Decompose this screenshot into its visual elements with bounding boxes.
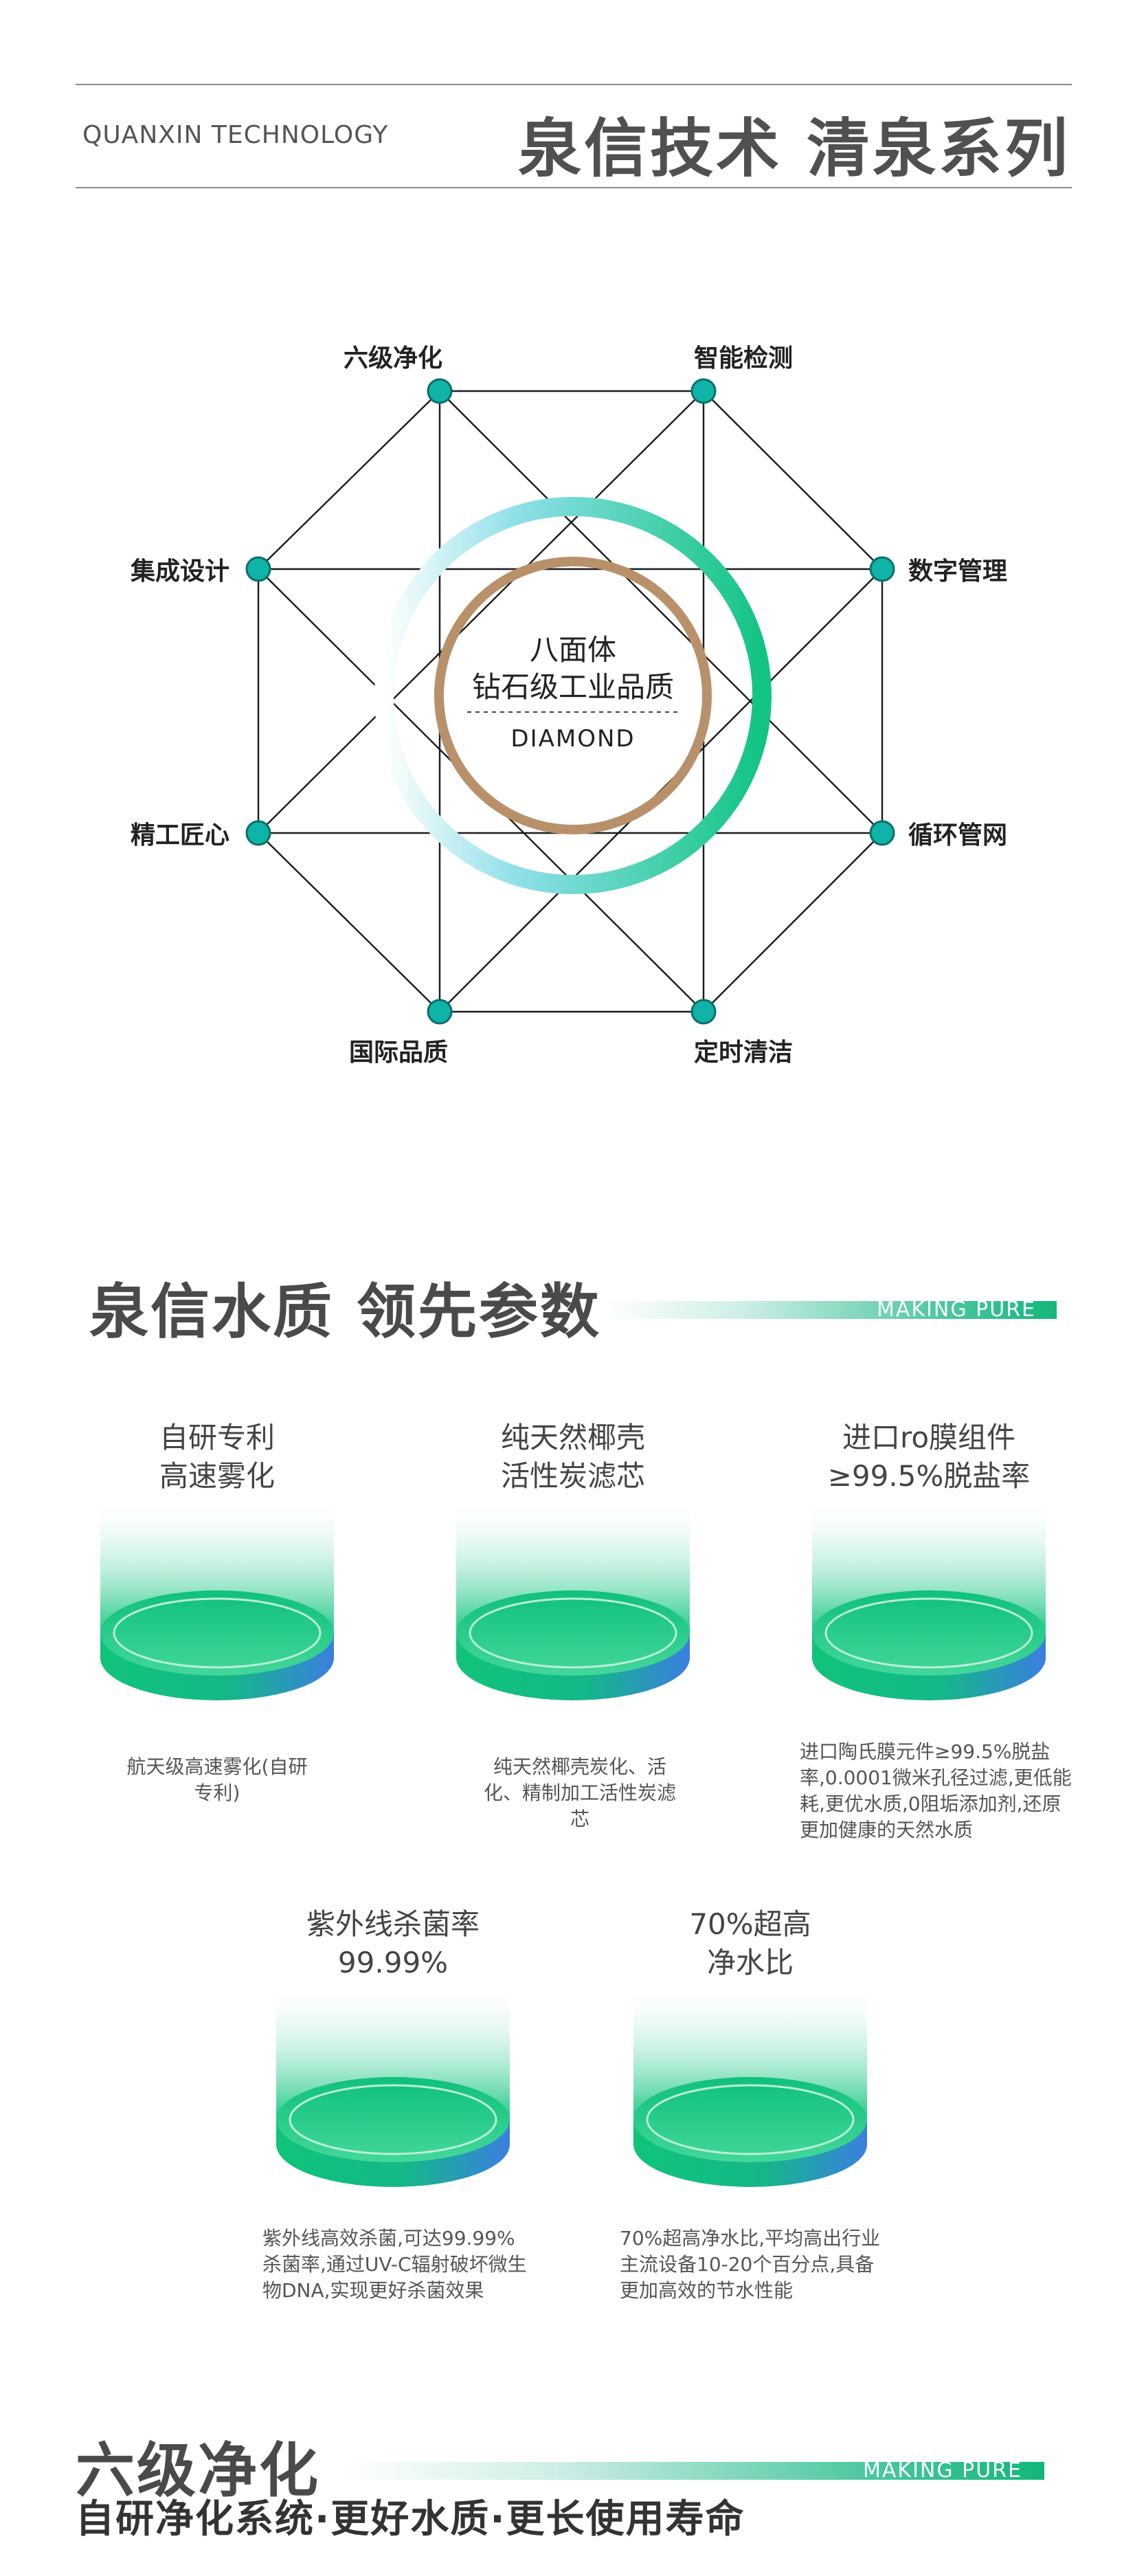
diagram-edge bbox=[703, 390, 883, 570]
node-label-craftsmanship: 精工匠心 bbox=[131, 821, 230, 850]
section-tag: MAKING PURE bbox=[877, 1298, 1036, 1322]
feature-uv: 紫外线杀菌率 99.99% bbox=[242, 1905, 544, 2188]
feature-title: 99.99% bbox=[337, 1946, 449, 1979]
diagram-edge bbox=[703, 832, 883, 1012]
section-title-six-stage: 六级净化 bbox=[76, 2436, 320, 2505]
disc-top bbox=[276, 2077, 510, 2162]
feature-title: 自研专利 bbox=[159, 1421, 275, 1454]
diagram-node-dot bbox=[245, 556, 271, 582]
node-label-six-stage: 六级净化 bbox=[344, 344, 443, 373]
header-bottom-rule bbox=[76, 187, 1072, 188]
disc-top bbox=[812, 1590, 1046, 1676]
node-label-integrated-design: 集成设计 bbox=[131, 557, 230, 586]
disc-rim bbox=[113, 1597, 322, 1669]
diagram-node-dot bbox=[427, 999, 453, 1025]
feature-atomization: 自研专利 高速雾化 bbox=[66, 1419, 368, 1702]
node-label-intl-quality: 国际品质 bbox=[349, 1039, 449, 1067]
section-tag: MAKING PURE bbox=[863, 2458, 1022, 2483]
center-label-2: 钻石级工业品质 bbox=[471, 670, 674, 704]
feature-title: 70%超高 bbox=[689, 1907, 811, 1941]
diagram-edge bbox=[258, 390, 704, 834]
disc-top bbox=[100, 1590, 334, 1676]
octagon-diagram: 八面体 钻石级工业品质 DIAMOND 六级净化 智能检测 数字管理 循环管网 … bbox=[0, 309, 1146, 1113]
node-label-loop-pipe: 循环管网 bbox=[908, 821, 1008, 850]
disc-rim bbox=[469, 1597, 677, 1669]
diagram-edge bbox=[439, 390, 883, 834]
disc-top bbox=[456, 1590, 690, 1676]
feature-title: 进口ro膜组件 bbox=[842, 1421, 1016, 1454]
diagram-node-dot bbox=[690, 999, 717, 1025]
outer-ring bbox=[374, 497, 772, 894]
feature-desc: 纯天然椰壳炭化、活化、精制加工活性炭滤芯 bbox=[483, 1755, 676, 1830]
diagram-node-dot bbox=[245, 820, 271, 846]
disc-rim bbox=[824, 1597, 1033, 1669]
feature-title: 活性炭滤芯 bbox=[500, 1459, 645, 1493]
section-title-water-quality: 泉信水质 领先参数 bbox=[89, 1278, 601, 1346]
feature-water-ratio: 70%超高 净水比 bbox=[599, 1905, 901, 2188]
feature-title: ≥99.5%脱盐率 bbox=[827, 1459, 1031, 1493]
section-subtitle: 自研净化系统·更好水质·更长使用寿命 bbox=[76, 2497, 745, 2542]
section-tag-bar bbox=[605, 1301, 1057, 1319]
feature-desc: 紫外线高效杀菌,可达99.99%杀菌率,通过UV-C辐射破坏微生物DNA,实现更… bbox=[262, 2227, 527, 2302]
disc-icon bbox=[100, 1496, 334, 1700]
disc-icon bbox=[812, 1496, 1046, 1700]
diagram-node-dot bbox=[427, 378, 453, 404]
feature-desc: 70%超高净水比,平均高出行业主流设备10-20个百分点,具备更加高效的节水性能 bbox=[620, 2227, 881, 2302]
disc-icon bbox=[633, 1982, 867, 2187]
feature-desc: 航天级高速雾化(自研专利) bbox=[126, 1755, 308, 1804]
node-label-timed-clean: 定时清洁 bbox=[694, 1039, 794, 1067]
disc-rim bbox=[646, 2084, 855, 2155]
feature-title: 净水比 bbox=[706, 1946, 794, 1979]
diagram-edge bbox=[258, 832, 440, 1012]
feature-ro-membrane: 进口ro膜组件 ≥99.5%脱盐率 bbox=[778, 1419, 1080, 1702]
feature-title: 高速雾化 bbox=[159, 1459, 275, 1493]
node-label-digital-mgmt: 数字管理 bbox=[908, 557, 1008, 586]
octagon-graphic bbox=[245, 378, 895, 1025]
diagram-node-dot bbox=[869, 556, 895, 582]
center-label-1: 八面体 bbox=[529, 633, 616, 667]
diagram-node-dot bbox=[869, 820, 895, 846]
header-top-rule bbox=[76, 84, 1072, 85]
feature-desc: 进口陶氏膜元件≥99.5%脱盐率,0.0001微米孔径过滤,更低能耗,更优水质,… bbox=[800, 1740, 1072, 1841]
diagram-node-dot bbox=[690, 378, 717, 404]
disc-rim bbox=[289, 2084, 497, 2155]
section-tag-bar bbox=[344, 2462, 1044, 2480]
feature-title: 纯天然椰壳 bbox=[500, 1421, 645, 1454]
brand-name: QUANXIN TECHNOLOGY bbox=[82, 121, 389, 149]
disc-icon bbox=[276, 1982, 510, 2187]
disc-top bbox=[633, 2077, 867, 2162]
node-label-smart-detect: 智能检测 bbox=[694, 344, 794, 373]
feature-carbon-filter: 纯天然椰壳 活性炭滤芯 bbox=[422, 1419, 724, 1702]
feature-title: 紫外线杀菌率 bbox=[306, 1907, 480, 1941]
disc-icon bbox=[456, 1496, 690, 1700]
center-label-3: DIAMOND bbox=[510, 725, 636, 753]
diagram-edge bbox=[258, 390, 440, 570]
inner-ring bbox=[434, 557, 712, 834]
page-title: 泉信技术 清泉系列 bbox=[517, 112, 1070, 186]
